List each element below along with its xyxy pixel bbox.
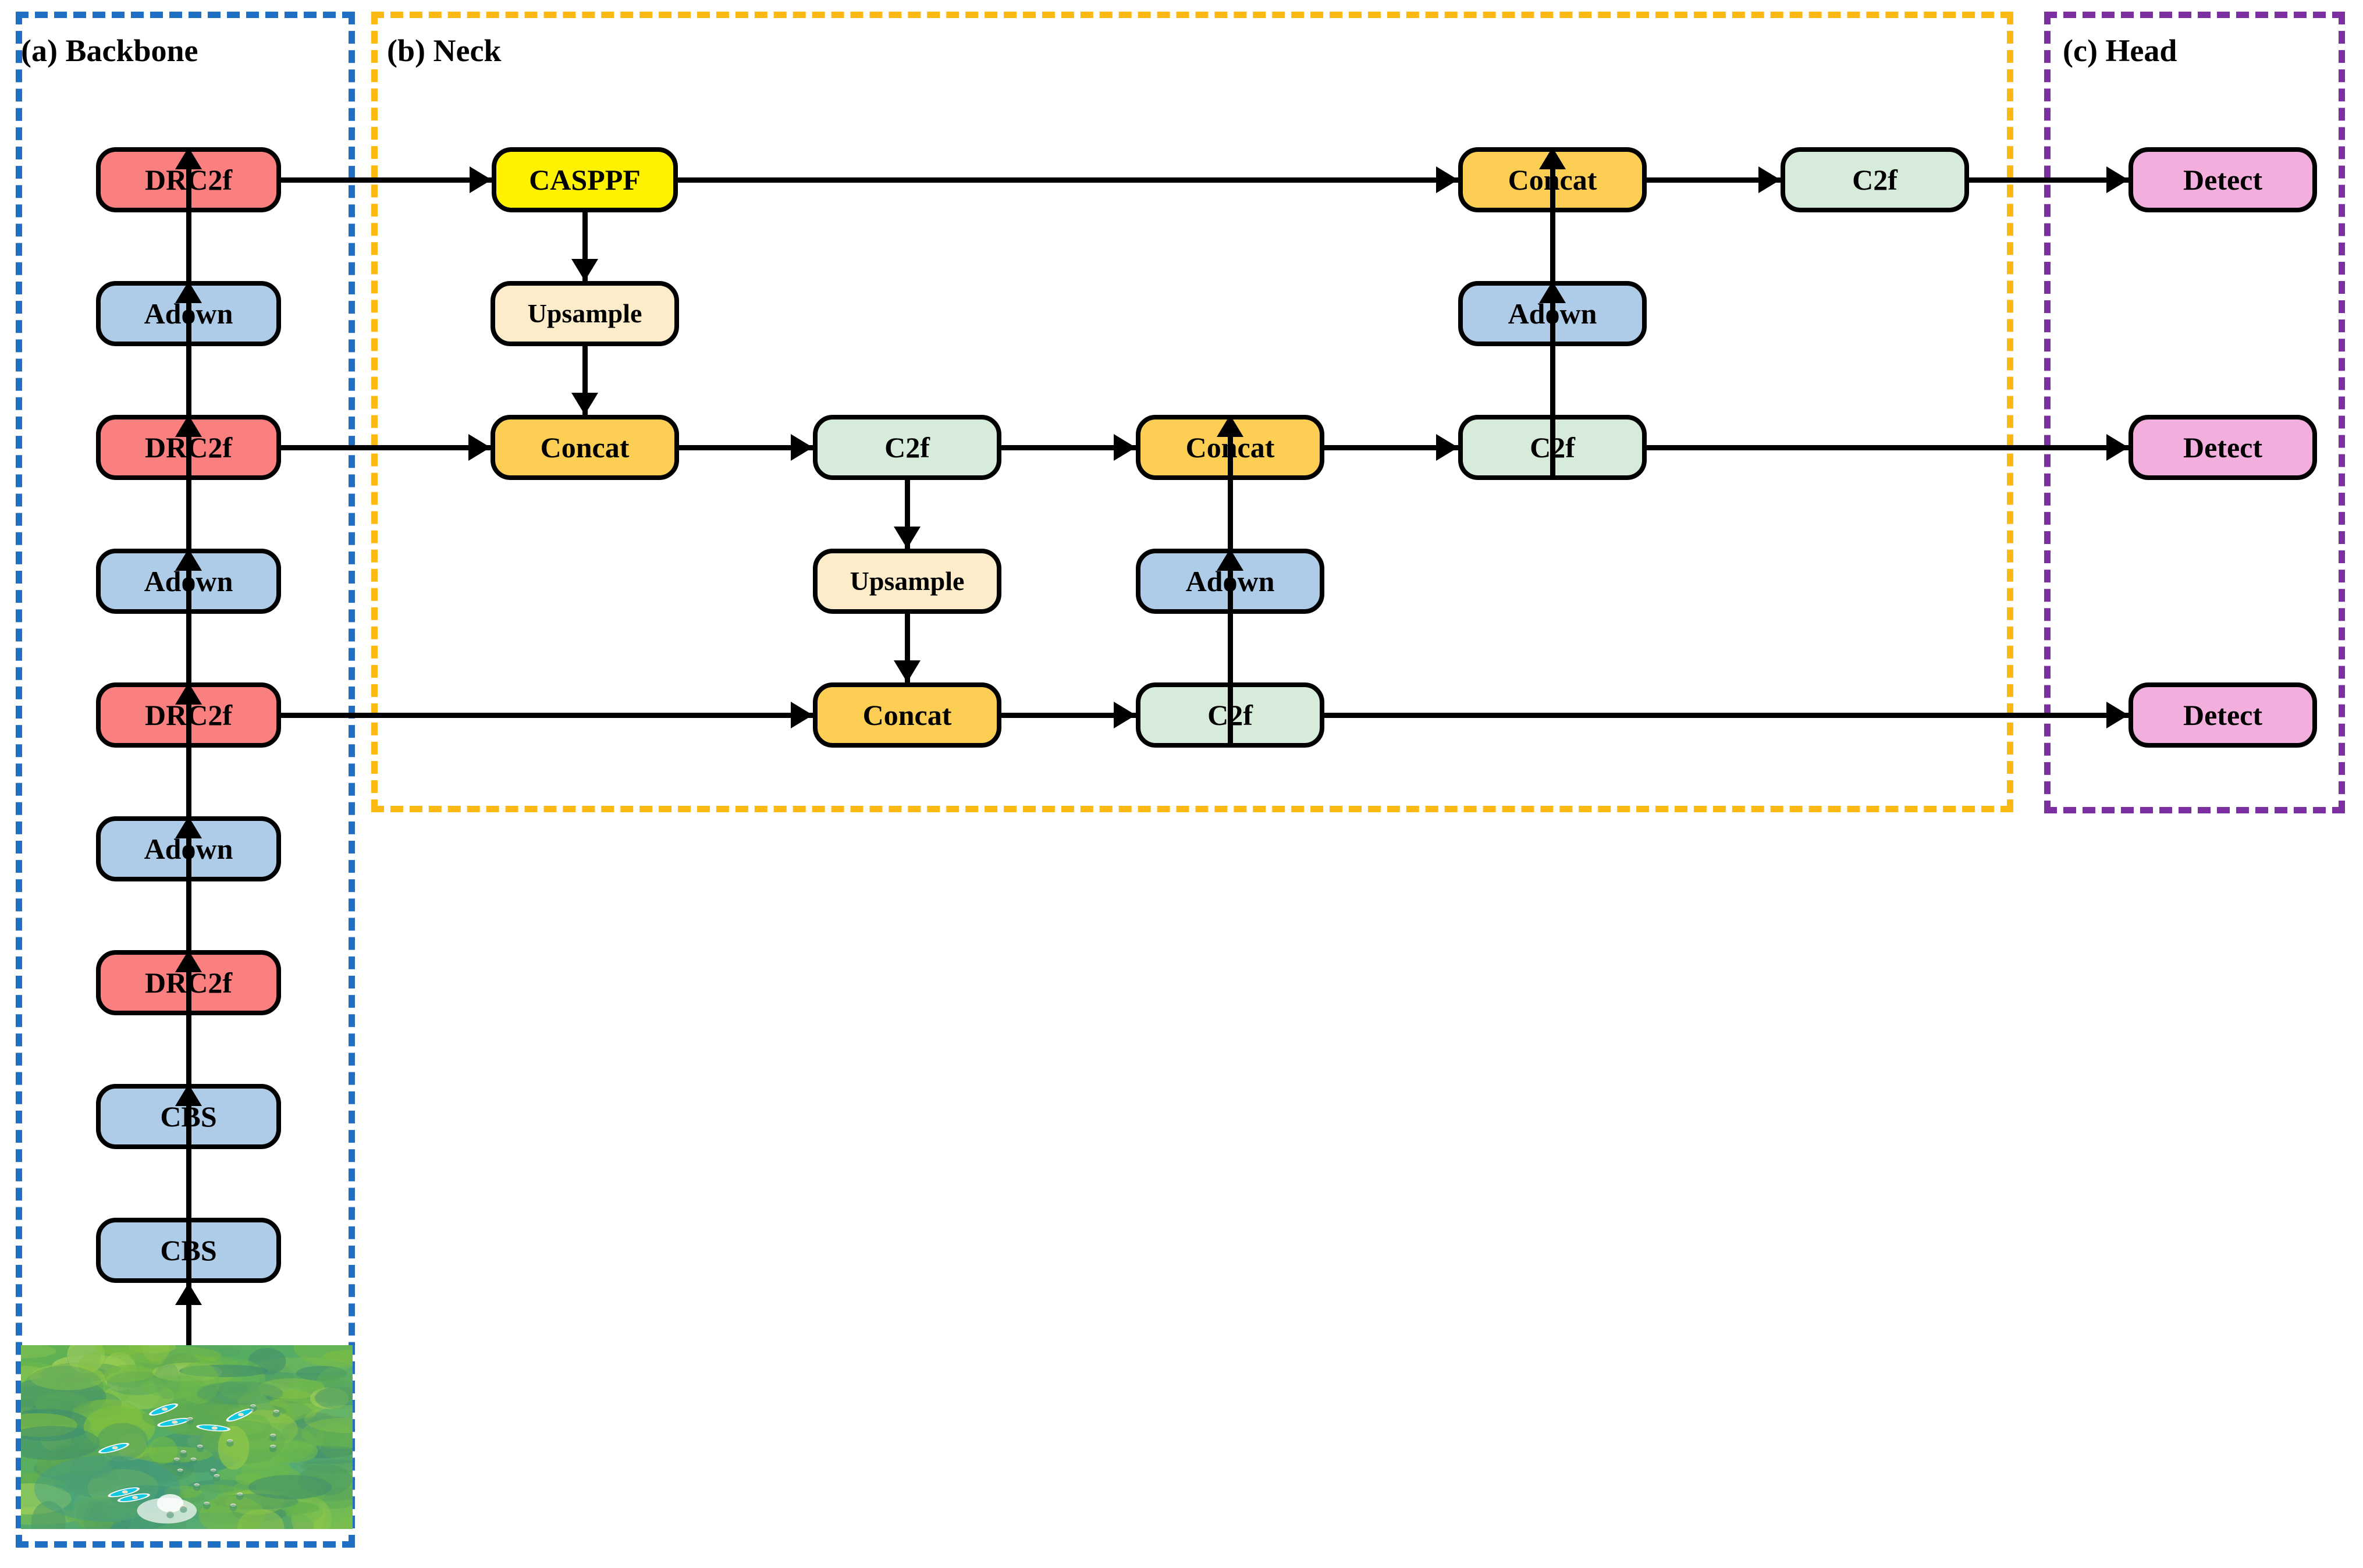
arrowhead-right: [2106, 702, 2129, 728]
connector-vertical: [582, 346, 588, 415]
connector-horizontal: [281, 177, 492, 183]
arrowhead-down: [571, 259, 598, 281]
input-image-thumbnail: [21, 1345, 353, 1529]
connector-horizontal: [1324, 445, 1458, 450]
arrowhead-right: [791, 702, 813, 728]
connector-vertical: [186, 1283, 191, 1345]
connector-horizontal: [678, 177, 1458, 183]
arrowhead-up: [1539, 147, 1566, 169]
region-label-neck: (b) Neck: [387, 33, 502, 68]
node-label: C2f: [1852, 163, 1897, 196]
node-hd-detect-2[interactable]: Detect: [2129, 415, 2317, 480]
node-label: Detect: [2183, 163, 2262, 196]
connector-vertical: [905, 614, 910, 682]
connector-vertical: [186, 816, 191, 1015]
region-backbone: [16, 12, 355, 1548]
node-hd-detect-1[interactable]: Detect: [2129, 147, 2317, 212]
connector-vertical: [186, 549, 191, 748]
node-label: Concat: [862, 699, 952, 731]
connector-horizontal: [1647, 445, 2129, 450]
arrowhead-down: [571, 393, 598, 415]
arrowhead-right: [2106, 434, 2129, 461]
node-nk-upsample-2[interactable]: Upsample: [813, 549, 1001, 614]
arrowhead-right: [2106, 166, 2129, 193]
node-hd-detect-3[interactable]: Detect: [2129, 682, 2317, 748]
node-label: Detect: [2183, 431, 2262, 464]
node-nk-casppf[interactable]: CASPPF: [492, 147, 678, 212]
arrowhead-down: [894, 660, 921, 682]
connector-vertical: [1228, 415, 1233, 614]
arrowhead-right: [791, 434, 813, 461]
arrowhead-right: [1436, 166, 1458, 193]
connector-vertical: [1550, 281, 1555, 480]
connector-vertical: [905, 480, 910, 549]
node-nk-c2f-1[interactable]: C2f: [813, 415, 1001, 480]
connector-horizontal: [281, 713, 813, 718]
connector-vertical: [186, 415, 191, 614]
connector-vertical: [186, 147, 191, 346]
node-label: Detect: [2183, 699, 2262, 731]
connector-vertical: [1228, 549, 1233, 748]
region-neck: [371, 12, 2013, 812]
node-label: C2f: [884, 431, 930, 464]
node-label: Concat: [540, 431, 630, 464]
connector-vertical: [186, 682, 191, 881]
arrowhead-up: [175, 147, 202, 169]
connector-vertical: [186, 1084, 191, 1283]
node-nk-c2f-4[interactable]: C2f: [1781, 147, 1969, 212]
region-head: [2044, 12, 2345, 813]
arrowhead-up: [1217, 415, 1243, 437]
node-label: CASPPF: [529, 163, 641, 196]
node-nk-concat-1[interactable]: Concat: [491, 415, 679, 480]
connector-horizontal: [1647, 177, 1781, 183]
node-nk-concat-2[interactable]: Concat: [813, 682, 1001, 748]
region-label-head: (c) Head: [2063, 33, 2177, 68]
node-label: Upsample: [850, 566, 965, 596]
connector-vertical: [1550, 147, 1555, 346]
arrowhead-right: [1114, 434, 1136, 461]
arrowhead-right: [1758, 166, 1781, 193]
connector-vertical: [186, 281, 191, 480]
node-label: Upsample: [527, 298, 642, 328]
connector-horizontal: [281, 445, 491, 450]
connector-horizontal: [1324, 713, 2129, 718]
connector-horizontal: [1001, 713, 1136, 718]
region-label-backbone: (a) Backbone: [21, 33, 198, 68]
arrowhead-right: [1436, 434, 1458, 461]
arrowhead-right: [1114, 702, 1136, 728]
connector-horizontal: [1001, 445, 1136, 450]
connector-horizontal: [1969, 177, 2129, 183]
arrowhead-right: [468, 434, 491, 461]
connector-vertical: [186, 950, 191, 1149]
connector-horizontal: [679, 445, 813, 450]
node-nk-upsample-1[interactable]: Upsample: [491, 281, 679, 346]
arrowhead-right: [470, 166, 492, 193]
arrowhead-down: [894, 527, 921, 549]
connector-vertical: [582, 212, 588, 281]
